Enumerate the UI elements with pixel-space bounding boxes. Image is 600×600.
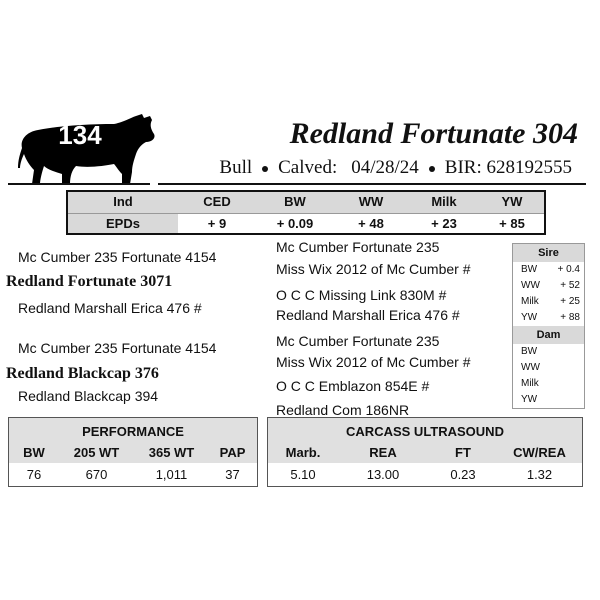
performance-value: 1,011 <box>155 467 188 482</box>
sire-epd-title: Sire <box>513 244 584 262</box>
sire-epd-label: WW <box>521 280 540 291</box>
pedigree-dam-sire-sire: Mc Cumber Fortunate 235 <box>276 333 440 349</box>
performance-header-row: BW 205 WT 365 WT PAP <box>9 443 257 463</box>
dam-epd-row: Milk <box>513 376 584 392</box>
performance-title: PERFORMANCE <box>9 418 257 443</box>
carcass-value: 1.32 <box>526 467 553 482</box>
sire-epd-label: BW <box>521 264 538 275</box>
dam-epd-label: WW <box>521 362 540 373</box>
sire-epd-value: + 25 <box>560 296 580 307</box>
epd-table: Ind CED BW WW Milk YW EPDs + 9 + 0.09 + … <box>66 190 546 235</box>
performance-header: PAP <box>219 445 246 460</box>
sire-epd-row: WW + 52 <box>513 278 584 294</box>
epd-row-label: EPDs <box>68 214 178 233</box>
epd-value-bw: + 0.09 <box>276 216 314 231</box>
lot-number: 134 <box>58 120 102 150</box>
sire-epd-row: BW + 0.4 <box>513 262 584 278</box>
performance-value-row: 76 670 1,011 37 <box>9 463 257 486</box>
epd-header-ced: CED <box>203 194 231 209</box>
performance-header: BW <box>23 445 45 460</box>
sire-epd-label: Milk <box>521 296 539 307</box>
carcass-value: 0.23 <box>450 467 476 482</box>
dam-epd-label: Milk <box>521 378 539 389</box>
pedigree-dam-dam-dam: Redland Com 186NR <box>276 402 410 418</box>
dam-epd-label: BW <box>521 346 538 357</box>
pedigree-dam-dam-sire: O C C Emblazon 854E # <box>276 378 430 394</box>
dam-epd-row: BW <box>513 344 584 360</box>
carcass-header: REA <box>369 445 397 460</box>
epd-table-value-row: EPDs + 9 + 0.09 + 48 + 23 + 85 <box>68 214 544 233</box>
bull-silhouette-icon <box>18 114 155 184</box>
epd-header-bw: BW <box>284 194 306 209</box>
epd-header-milk: Milk <box>431 194 457 209</box>
pedigree-sire-sire-sire: Mc Cumber Fortunate 235 <box>276 239 440 255</box>
pedigree-sire-sire: Mc Cumber 235 Fortunate 4154 <box>18 249 217 265</box>
carcass-title: CARCASS ULTRASOUND <box>268 418 582 443</box>
dam-epd-label: YW <box>521 394 538 405</box>
performance-value: 670 <box>85 467 108 482</box>
pedigree-dam-sire: Mc Cumber 235 Fortunate 4154 <box>18 340 217 356</box>
animal-info-line: Bull Calved: 04/28/24 BIR: 628192555 <box>160 157 572 179</box>
pedigree-sire-dam-sire: O C C Missing Link 830M # <box>276 287 447 303</box>
header-divider <box>8 183 586 185</box>
epd-table-header-row: Ind CED BW WW Milk YW <box>68 192 544 214</box>
performance-box: PERFORMANCE BW 205 WT 365 WT PAP 76 670 … <box>8 417 258 487</box>
performance-value: 37 <box>225 467 240 482</box>
pedigree-sire-dam: Redland Marshall Erica 476 # <box>18 300 202 316</box>
epd-value-yw: + 85 <box>499 216 525 231</box>
sex-label: Bull <box>219 157 253 178</box>
carcass-header: Marb. <box>285 445 321 460</box>
epd-value-milk: + 23 <box>431 216 457 231</box>
bullet-dot-icon <box>262 165 269 172</box>
pedigree-dam-sire-dam: Miss Wix 2012 of Mc Cumber # <box>276 354 471 370</box>
carcass-header: FT <box>455 445 471 460</box>
pedigree-sire: Redland Fortunate 3071 <box>6 273 173 290</box>
sire-epd-row: Milk + 25 <box>513 294 584 310</box>
performance-header: 365 WT <box>148 445 195 460</box>
carcass-value-row: 5.10 13.00 0.23 1.32 <box>268 463 582 486</box>
calved-date: 04/28/24 <box>351 157 419 178</box>
sire-epd-value: + 0.4 <box>557 264 580 275</box>
carcass-header-row: Marb. REA FT CW/REA <box>268 443 582 463</box>
pedigree-dam-dam: Redland Blackcap 394 <box>18 388 159 404</box>
registration-number: BIR: 628192555 <box>444 157 572 178</box>
epd-value-ced: + 9 <box>207 216 227 231</box>
dam-epd-row: WW <box>513 360 584 376</box>
dam-epd-row: YW <box>513 392 584 408</box>
pedigree-sire-sire-dam: Miss Wix 2012 of Mc Cumber # <box>276 261 471 277</box>
bullet-dot-icon <box>428 165 435 172</box>
pedigree-dam: Redland Blackcap 376 <box>6 365 159 382</box>
pedigree-sire-dam-dam: Redland Marshall Erica 476 # <box>276 307 460 323</box>
sire-epd-value: + 52 <box>560 280 580 291</box>
carcass-header: CW/REA <box>513 445 566 460</box>
sire-epd-label: YW <box>521 312 538 323</box>
carcass-value: 5.10 <box>290 467 316 482</box>
header-divider-gap <box>150 180 158 188</box>
sire-epd-value: + 88 <box>560 312 580 323</box>
epd-header-yw: YW <box>501 194 523 209</box>
dam-epd-title: Dam <box>513 326 584 344</box>
calved-label: Calved: <box>278 157 338 178</box>
sire-epd-row: YW + 88 <box>513 310 584 326</box>
performance-header: 205 WT <box>73 445 120 460</box>
epd-value-ww: + 48 <box>358 216 384 231</box>
sire-dam-epd-box: Sire BW+ 0.4 WW+ 52 Milk+ 25 YW+ 88 Dam … <box>512 243 585 409</box>
epd-header-ww: WW <box>358 194 384 209</box>
performance-value: 76 <box>26 467 42 482</box>
page-title: Redland Fortunate 304 <box>289 117 578 150</box>
epd-header-ind: Ind <box>113 194 133 209</box>
carcass-value: 13.00 <box>366 467 400 482</box>
carcass-ultrasound-box: CARCASS ULTRASOUND Marb. REA FT CW/REA 5… <box>267 417 583 487</box>
